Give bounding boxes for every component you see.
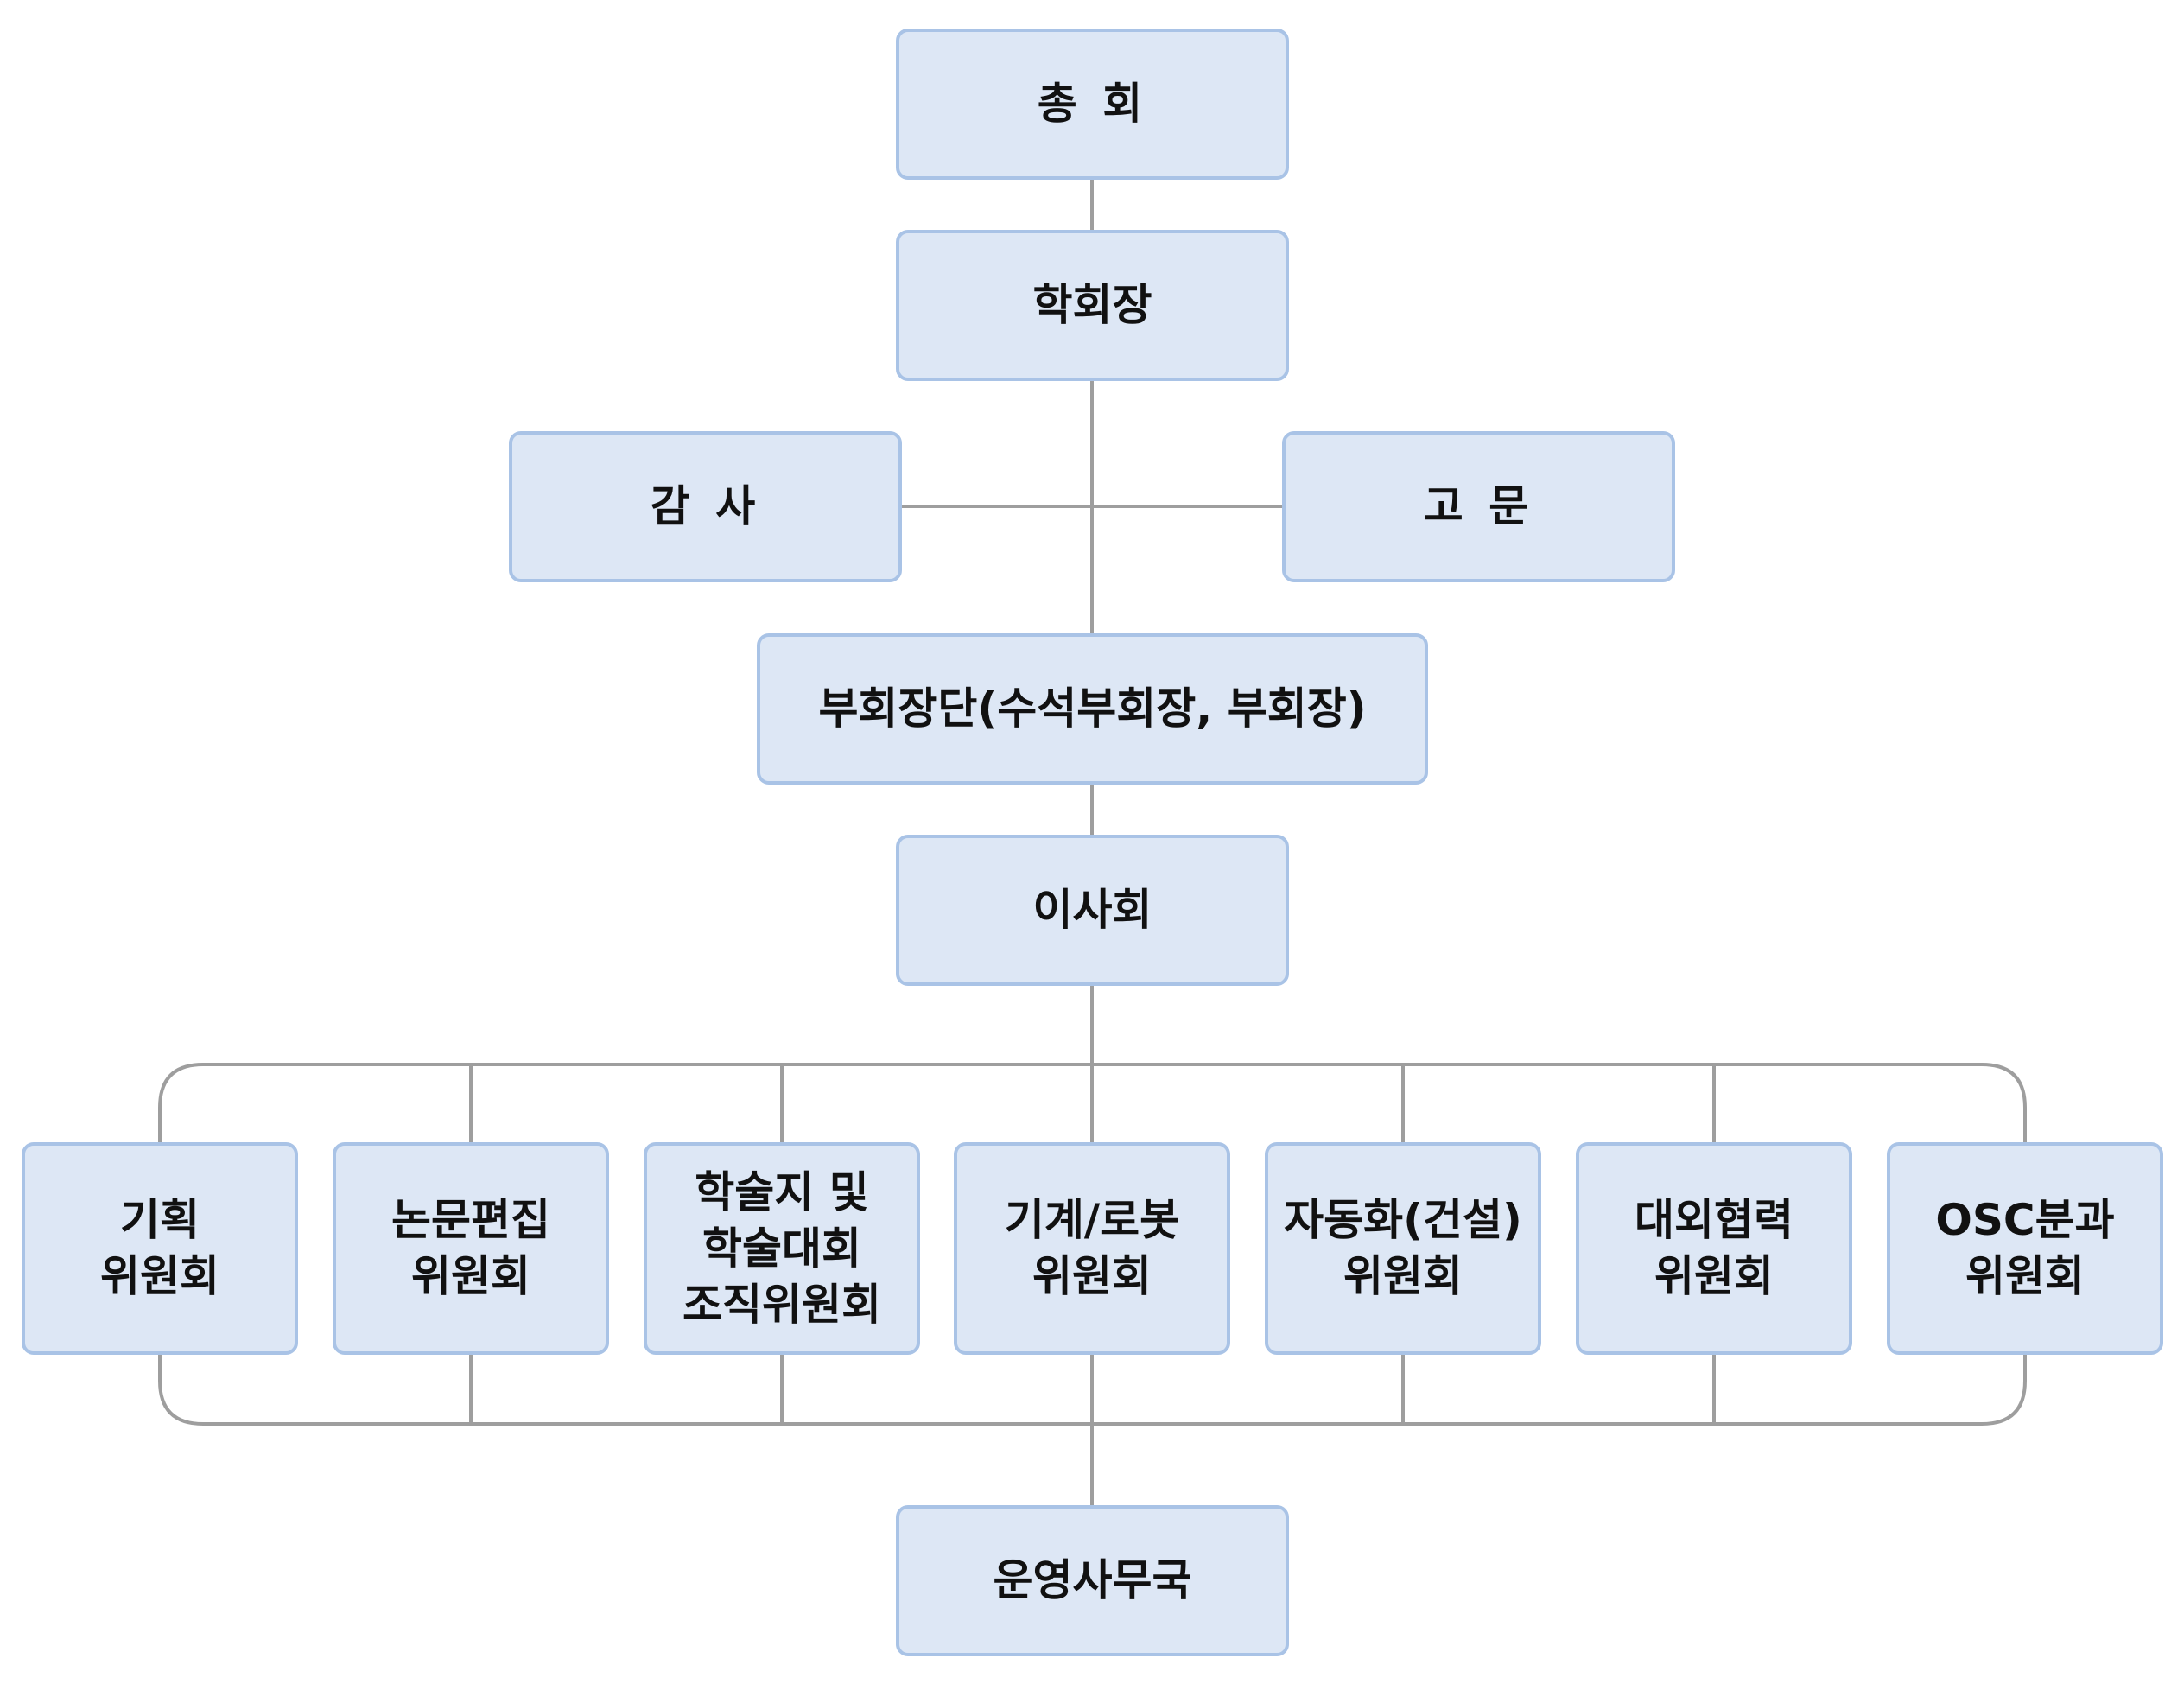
node-auditor: 감 사	[509, 431, 902, 582]
node-president: 학회장	[896, 230, 1289, 381]
node-committee-osc: OSC분과 위원회	[1887, 1142, 2163, 1355]
node-committee-mechanical-robot-label: 기계/로봇 위원회	[1004, 1195, 1180, 1301]
node-secretariat-label: 운영사무국	[993, 1555, 1192, 1605]
node-general-assembly: 총 회	[896, 29, 1289, 180]
node-advisor-label: 고 문	[1423, 481, 1534, 531]
node-committee-automation-label: 자동화(건설) 위원회	[1284, 1195, 1522, 1301]
node-committee-external-cooperation: 대외협력 위원회	[1576, 1142, 1852, 1355]
node-committee-journal-conference: 학술지 및 학술대회 조직위원회	[644, 1142, 920, 1355]
node-committee-osc-label: OSC분과 위원회	[1935, 1195, 2115, 1301]
node-committee-editorial-label: 논문편집 위원회	[391, 1195, 550, 1301]
node-committee-automation: 자동화(건설) 위원회	[1265, 1142, 1541, 1355]
node-vice-presidents-label: 부회장단(수석부회장, 부회장)	[818, 683, 1367, 734]
node-committee-mechanical-robot: 기계/로봇 위원회	[954, 1142, 1230, 1355]
node-committee-journal-conference-label: 학술지 및 학술대회 조직위원회	[682, 1166, 881, 1330]
node-committee-editorial: 논문편집 위원회	[333, 1142, 609, 1355]
node-advisor: 고 문	[1282, 431, 1675, 582]
node-secretariat: 운영사무국	[896, 1505, 1289, 1656]
node-general-assembly-label: 총 회	[1037, 79, 1148, 129]
node-auditor-label: 감 사	[650, 481, 761, 531]
node-board: 이사회	[896, 835, 1289, 986]
node-vice-presidents: 부회장단(수석부회장, 부회장)	[757, 633, 1428, 785]
node-committee-planning: 기획 위원회	[22, 1142, 298, 1355]
node-committee-external-cooperation-label: 대외협력 위원회	[1635, 1195, 1794, 1301]
node-committee-planning-label: 기획 위원회	[100, 1195, 219, 1301]
node-president-label: 학회장	[1032, 280, 1152, 330]
node-board-label: 이사회	[1032, 885, 1152, 935]
